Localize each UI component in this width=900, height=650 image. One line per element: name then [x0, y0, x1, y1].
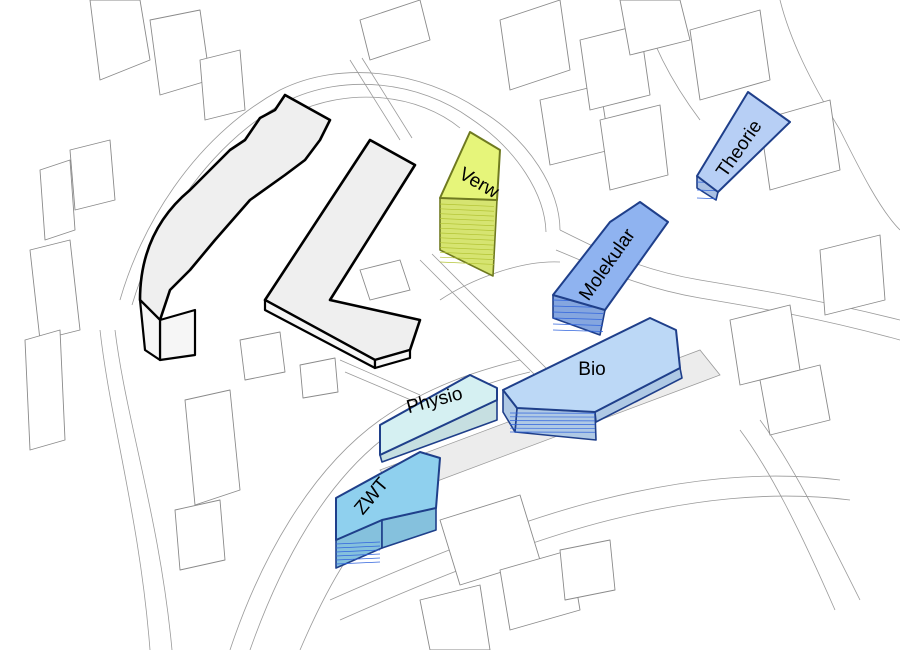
building-verw-floor-line: [439, 251, 495, 256]
building-verw[interactable]: Verw: [439, 131, 503, 277]
building-verw-floor-line: [439, 232, 495, 236]
building-zwt-roof: [335, 451, 441, 541]
building-molekular-floor-line: [552, 311, 604, 314]
building-bio[interactable]: Bio: [502, 317, 683, 441]
building-physio[interactable]: Physio: [379, 374, 498, 463]
building-molekular-floor-line: [552, 329, 604, 332]
building-bio-label: Bio: [578, 359, 605, 380]
building-verw-floor-line: [439, 242, 495, 246]
building-molekular-floor-line: [552, 317, 604, 320]
building-molekular-roof: [552, 201, 669, 311]
building-verw-floor-line: [439, 203, 495, 207]
building-verw-floor-line: [439, 227, 495, 231]
building-verw-floor-line: [439, 261, 495, 265]
building-zwt-floor-line: [335, 541, 381, 545]
building-zwt-floor-line: [335, 549, 381, 553]
building-verw-floor-line: [439, 218, 495, 222]
existing-building-west: [138, 93, 332, 362]
building-zwt-floor-line: [335, 545, 381, 549]
building-theorie-roof: [696, 91, 791, 193]
building-molekular-floor-line: [552, 323, 604, 326]
building-verw-floor-line: [439, 208, 495, 212]
building-verw-roof: [439, 131, 501, 201]
building-zwt[interactable]: ZWT: [335, 451, 441, 569]
building-verw-floor-line: [439, 213, 495, 217]
building-zwt-floor-line: [335, 561, 381, 565]
building-zwt-floor-line: [335, 553, 381, 557]
building-verw-floor-line: [439, 222, 495, 227]
building-theorie[interactable]: Theorie: [696, 91, 791, 201]
building-verw-floor-line: [439, 247, 495, 251]
existing-building-l-shape: [263, 138, 422, 370]
building-zwt-floor-line: [335, 557, 381, 561]
building-theorie-floor-line: [696, 197, 717, 200]
building-physio-roof: [379, 374, 498, 456]
building-bio-roof: [502, 317, 681, 413]
building-verw-floor-line: [439, 237, 495, 241]
building-theorie-floor-line: [696, 189, 717, 192]
building-verw-floor-line: [439, 256, 495, 260]
